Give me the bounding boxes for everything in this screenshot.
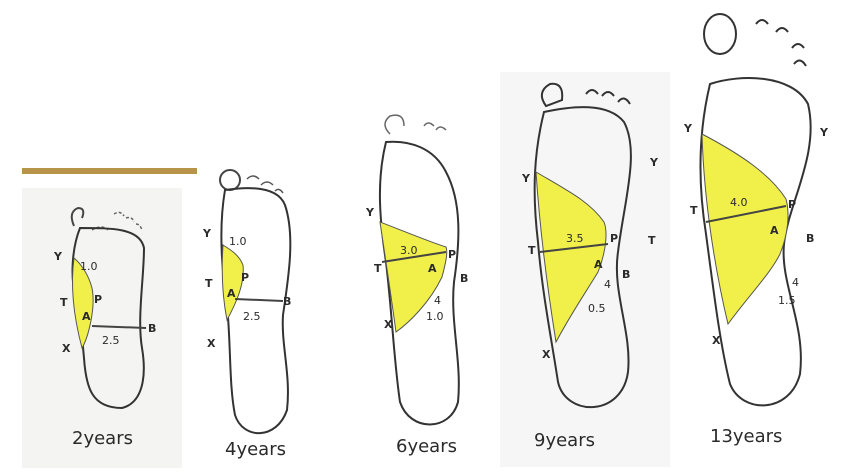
age-caption: 9years bbox=[534, 430, 595, 451]
label-t: T bbox=[374, 262, 382, 275]
label-t: T bbox=[60, 296, 68, 309]
value-top: 1.0 bbox=[229, 235, 247, 248]
label-b: B bbox=[148, 322, 156, 335]
footprint-panel-2years: Y T X P A B 1.0 2.5 2years bbox=[22, 188, 182, 468]
age-caption: 2years bbox=[72, 428, 133, 449]
label-t-right: T bbox=[648, 234, 656, 247]
value-top: 3.0 bbox=[400, 244, 418, 257]
value-bottom: 2.5 bbox=[243, 310, 261, 323]
value-small: 4 bbox=[604, 278, 611, 291]
label-x: X bbox=[62, 342, 71, 355]
label-t: T bbox=[690, 204, 698, 217]
label-y-left: Y bbox=[521, 172, 531, 185]
value-bottom: 1.0 bbox=[426, 310, 444, 323]
footprint-panel-4years: Y T X P A B 1.0 2.5 4years bbox=[195, 165, 345, 465]
decorative-bar bbox=[22, 168, 197, 174]
label-b: B bbox=[622, 268, 630, 281]
value-bottom: 1.5 bbox=[778, 294, 796, 307]
label-b: B bbox=[460, 272, 468, 285]
label-x: X bbox=[384, 318, 393, 331]
label-p: P bbox=[788, 198, 796, 211]
footprint-panel-9years: Y Y T T X P A B 3.5 0.5 4 9years bbox=[500, 72, 670, 467]
value-top: 4.0 bbox=[730, 196, 748, 209]
label-t-left: T bbox=[528, 244, 536, 257]
value-small: 4 bbox=[434, 294, 441, 307]
label-x: X bbox=[542, 348, 551, 361]
label-x: X bbox=[207, 337, 216, 350]
label-a: A bbox=[82, 310, 91, 323]
width-line bbox=[235, 299, 283, 301]
age-caption: 13years bbox=[710, 426, 782, 447]
age-caption: 6years bbox=[396, 436, 457, 457]
label-t: T bbox=[205, 277, 213, 290]
label-y: Y bbox=[202, 227, 212, 240]
value-small: 4 bbox=[792, 276, 799, 289]
label-a: A bbox=[594, 258, 603, 271]
label-a: A bbox=[770, 224, 779, 237]
label-y-right: Y bbox=[649, 156, 659, 169]
footprint-panel-6years: Y T X P A B 3.0 1.0 4 6years bbox=[350, 112, 490, 467]
label-p: P bbox=[448, 248, 456, 261]
age-caption: 4years bbox=[225, 439, 286, 460]
label-p: P bbox=[610, 232, 618, 245]
label-y: Y bbox=[53, 250, 63, 263]
value-bottom: 2.5 bbox=[102, 334, 120, 347]
value-bottom: 0.5 bbox=[588, 302, 606, 315]
footprint-panel-13years: Y Y T X P A B 4.0 1.5 4 13years bbox=[680, 4, 840, 459]
label-a: A bbox=[227, 287, 236, 300]
label-p: P bbox=[94, 293, 102, 306]
label-y-left: Y bbox=[683, 122, 693, 135]
label-p: P bbox=[241, 271, 249, 284]
label-y: Y bbox=[365, 206, 375, 219]
label-a: A bbox=[428, 262, 437, 275]
label-b: B bbox=[806, 232, 814, 245]
label-y-right: Y bbox=[819, 126, 829, 139]
label-b: B bbox=[283, 295, 291, 308]
value-top: 1.0 bbox=[80, 260, 98, 273]
label-x: X bbox=[712, 334, 721, 347]
value-top: 3.5 bbox=[566, 232, 584, 245]
